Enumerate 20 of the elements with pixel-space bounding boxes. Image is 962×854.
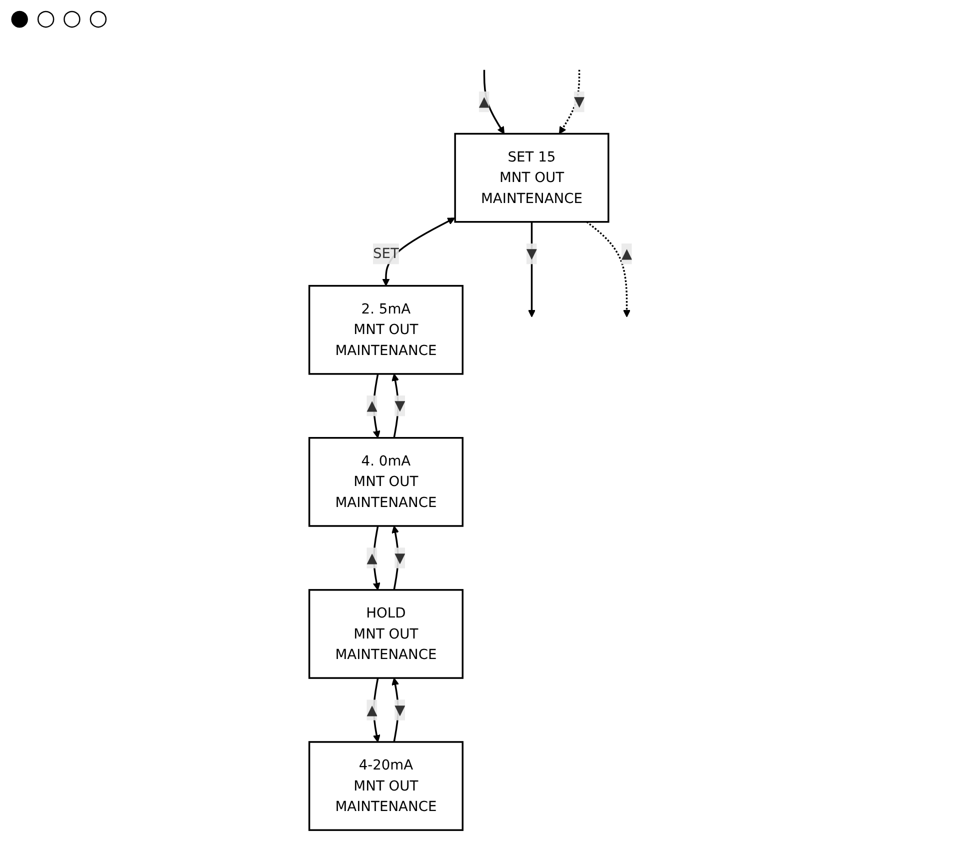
edge-label: ▲ [366,701,378,718]
node-box: SET 15 MNT OUT MAINTENANCE [454,132,610,223]
edge-label: ▲ [478,93,490,110]
edge-label: ▼ [526,245,538,262]
edge-label: ▼ [394,397,406,414]
edge-label: ▲ [621,245,632,262]
edge-label: SET [372,245,399,262]
indicator-dots: ● ○ ○ ○ [10,6,108,31]
edge-label: ▼ [394,701,406,718]
arrow [586,221,631,318]
edge-label: ▼ [394,549,406,566]
node-box: 4. 0mA MNT OUT MAINTENANCE [308,437,464,527]
node-box: 4-20mA MNT OUT MAINTENANCE [308,741,464,831]
edge-label: ▲ [366,397,378,414]
arrow [483,70,505,134]
edge-label: ▼ [574,93,585,110]
node-box: 2. 5mA MNT OUT MAINTENANCE [308,284,464,375]
edge-label: ▲ [366,549,378,566]
node-box: HOLD MNT OUT MAINTENANCE [308,589,464,679]
arrow [558,70,580,134]
